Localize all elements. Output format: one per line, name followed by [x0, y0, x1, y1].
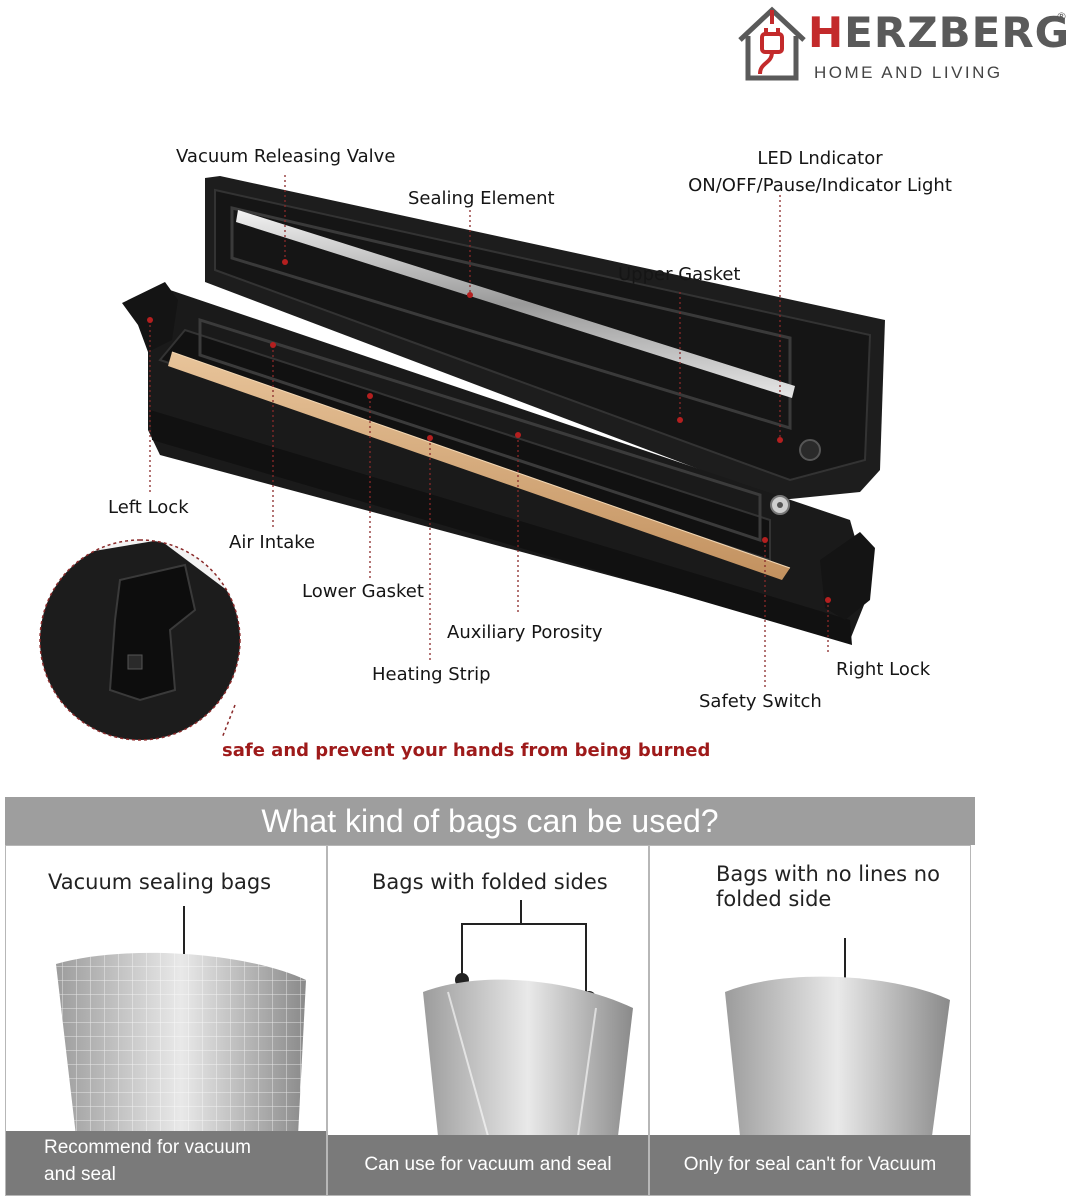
label-lower-gasket: Lower Gasket	[302, 581, 424, 602]
bag-panel-title: Vacuum sealing bags	[48, 870, 272, 894]
label-left-lock: Left Lock	[108, 497, 189, 518]
bag-panel-footer: Only for seal can't for Vacuum	[650, 1135, 970, 1195]
label-upper-gasket: Upper Gasket	[618, 264, 741, 285]
label-auxiliary-porosity: Auxiliary Porosity	[447, 622, 603, 643]
label-air-intake: Air Intake	[229, 532, 316, 553]
bag-panel-title: Bags with folded sides	[372, 870, 608, 894]
bag-panel-footer: Recommend for vacuum and seal	[6, 1131, 326, 1195]
label-right-lock: Right Lock	[836, 659, 931, 680]
bag-panel-footer: Can use for vacuum and seal	[328, 1135, 648, 1195]
safety-warning-text: safe and prevent your hands from being b…	[222, 740, 711, 761]
embossed-bag-icon	[56, 906, 306, 1136]
brand-logo: HERZBERG ® HOME AND LIVING	[736, 4, 1069, 84]
brand-name: HERZBERG	[808, 8, 1071, 57]
label-heating-strip: Heating Strip	[372, 664, 491, 685]
label-safety-switch: Safety Switch	[699, 691, 822, 712]
label-led-indicator-line1: LED Lndicator	[757, 148, 883, 169]
bag-panel-footer-line1: Recommend for vacuum	[44, 1137, 251, 1158]
label-led-indicator-line2: ON/OFF/Pause/Indicator Light	[688, 174, 952, 196]
bag-panel-title: Bags with no lines no folded side	[716, 862, 970, 912]
label-led-indicator: LED Lndicator ON/OFF/Pause/Indicator Lig…	[672, 148, 968, 197]
bag-panel-no-lines: Bags with no lines no folded side Only f…	[649, 845, 971, 1196]
label-sealing-element: Sealing Element	[408, 188, 555, 209]
house-plug-logo-icon	[738, 6, 806, 81]
lock-detail-zoom	[39, 539, 241, 741]
brand-subtitle: HOME AND LIVING	[814, 63, 1003, 82]
bag-panel-vacuum-sealing: Vacuum sealing bags Recommend for vacuum…	[5, 845, 327, 1196]
bag-panel-folded-sides: Bags with folded sides Can use for vacuu…	[327, 845, 649, 1196]
bag-panel-footer-line2: and seal	[44, 1163, 116, 1185]
bag-panel-title-line2: folded side	[716, 887, 832, 912]
folded-side-bag-icon	[423, 900, 633, 1136]
bags-section-title: What kind of bags can be used?	[5, 797, 975, 845]
registered-mark: ®	[1056, 10, 1067, 23]
plain-bag-icon	[725, 938, 950, 1136]
bag-panel-title-line1: Bags with no lines no	[716, 862, 940, 886]
label-vacuum-releasing-valve: Vacuum Releasing Valve	[176, 146, 396, 167]
vacuum-sealer-illustration	[39, 175, 885, 741]
